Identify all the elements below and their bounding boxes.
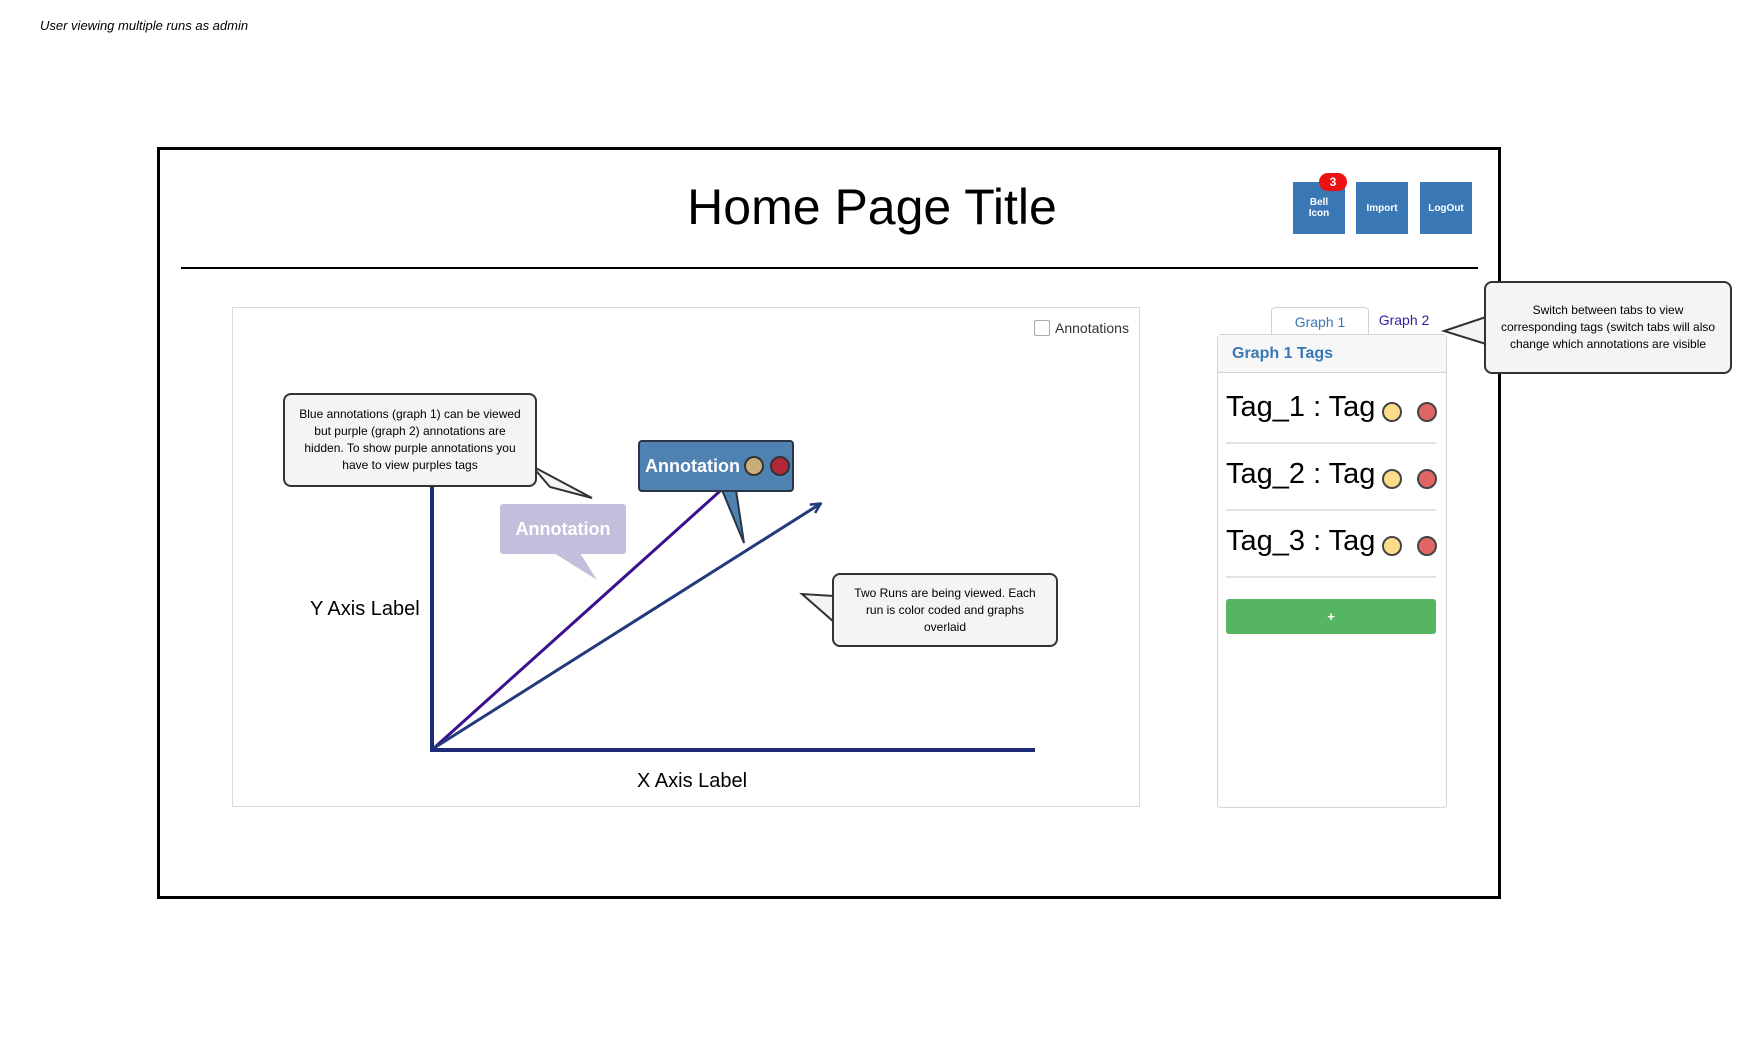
app-frame xyxy=(157,147,1501,899)
tab-graph-1[interactable]: Graph 1 xyxy=(1271,307,1369,334)
red-dot-icon[interactable] xyxy=(1417,536,1437,556)
yellow-dot-icon[interactable] xyxy=(1382,536,1402,556)
tags-panel-heading: Graph 1 Tags xyxy=(1218,335,1446,373)
graph-panel xyxy=(232,307,1140,807)
x-axis-label: X Axis Label xyxy=(637,770,748,792)
import-button[interactable]: Import xyxy=(1356,182,1408,234)
annotation-purple-label: Annotation xyxy=(515,518,611,539)
tag-row[interactable]: Tag_3 : Tag xyxy=(1226,512,1437,578)
callout-annotations: Blue annotations (graph 1) can be viewed… xyxy=(283,393,537,487)
red-dot-icon[interactable] xyxy=(1417,469,1437,489)
callout-tabs: Switch between tabs to view correspondin… xyxy=(1484,281,1732,374)
red-dot-icon[interactable] xyxy=(1417,402,1437,422)
page-caption: User viewing multiple runs as admin xyxy=(40,18,249,33)
bell-icon: Bell Icon xyxy=(1308,197,1330,219)
y-axis-label: Y Axis Label xyxy=(310,598,420,620)
annotations-checkbox-label: Annotations xyxy=(1055,320,1129,336)
tag-row[interactable]: Tag_1 : Tag xyxy=(1226,378,1437,444)
add-tag-button[interactable]: + xyxy=(1226,599,1436,634)
callout-runs: Two Runs are being viewed. Each run is c… xyxy=(832,573,1058,647)
annotation-purple[interactable]: Annotation xyxy=(500,504,626,554)
tag-label: Tag_2 : Tag xyxy=(1226,458,1376,490)
tag-label: Tag_3 : Tag xyxy=(1226,525,1376,557)
notification-badge: 3 xyxy=(1319,173,1347,191)
annotation-blue-label: Annotation xyxy=(645,455,740,476)
tab-graph-2[interactable]: Graph 2 xyxy=(1378,312,1430,328)
page-title: Home Page Title xyxy=(687,179,1057,235)
tags-panel xyxy=(1217,334,1447,808)
annotation-red-dot-icon[interactable] xyxy=(770,456,790,476)
annotation-yellow-dot-icon[interactable] xyxy=(744,456,764,476)
tag-label: Tag_1 : Tag xyxy=(1226,391,1376,423)
logout-button[interactable]: LogOut xyxy=(1420,182,1472,234)
header-divider xyxy=(181,267,1478,269)
tag-row[interactable]: Tag_2 : Tag xyxy=(1226,445,1437,511)
yellow-dot-icon[interactable] xyxy=(1382,402,1402,422)
annotations-checkbox[interactable] xyxy=(1034,320,1050,336)
annotation-blue[interactable]: Annotation xyxy=(638,440,794,492)
yellow-dot-icon[interactable] xyxy=(1382,469,1402,489)
